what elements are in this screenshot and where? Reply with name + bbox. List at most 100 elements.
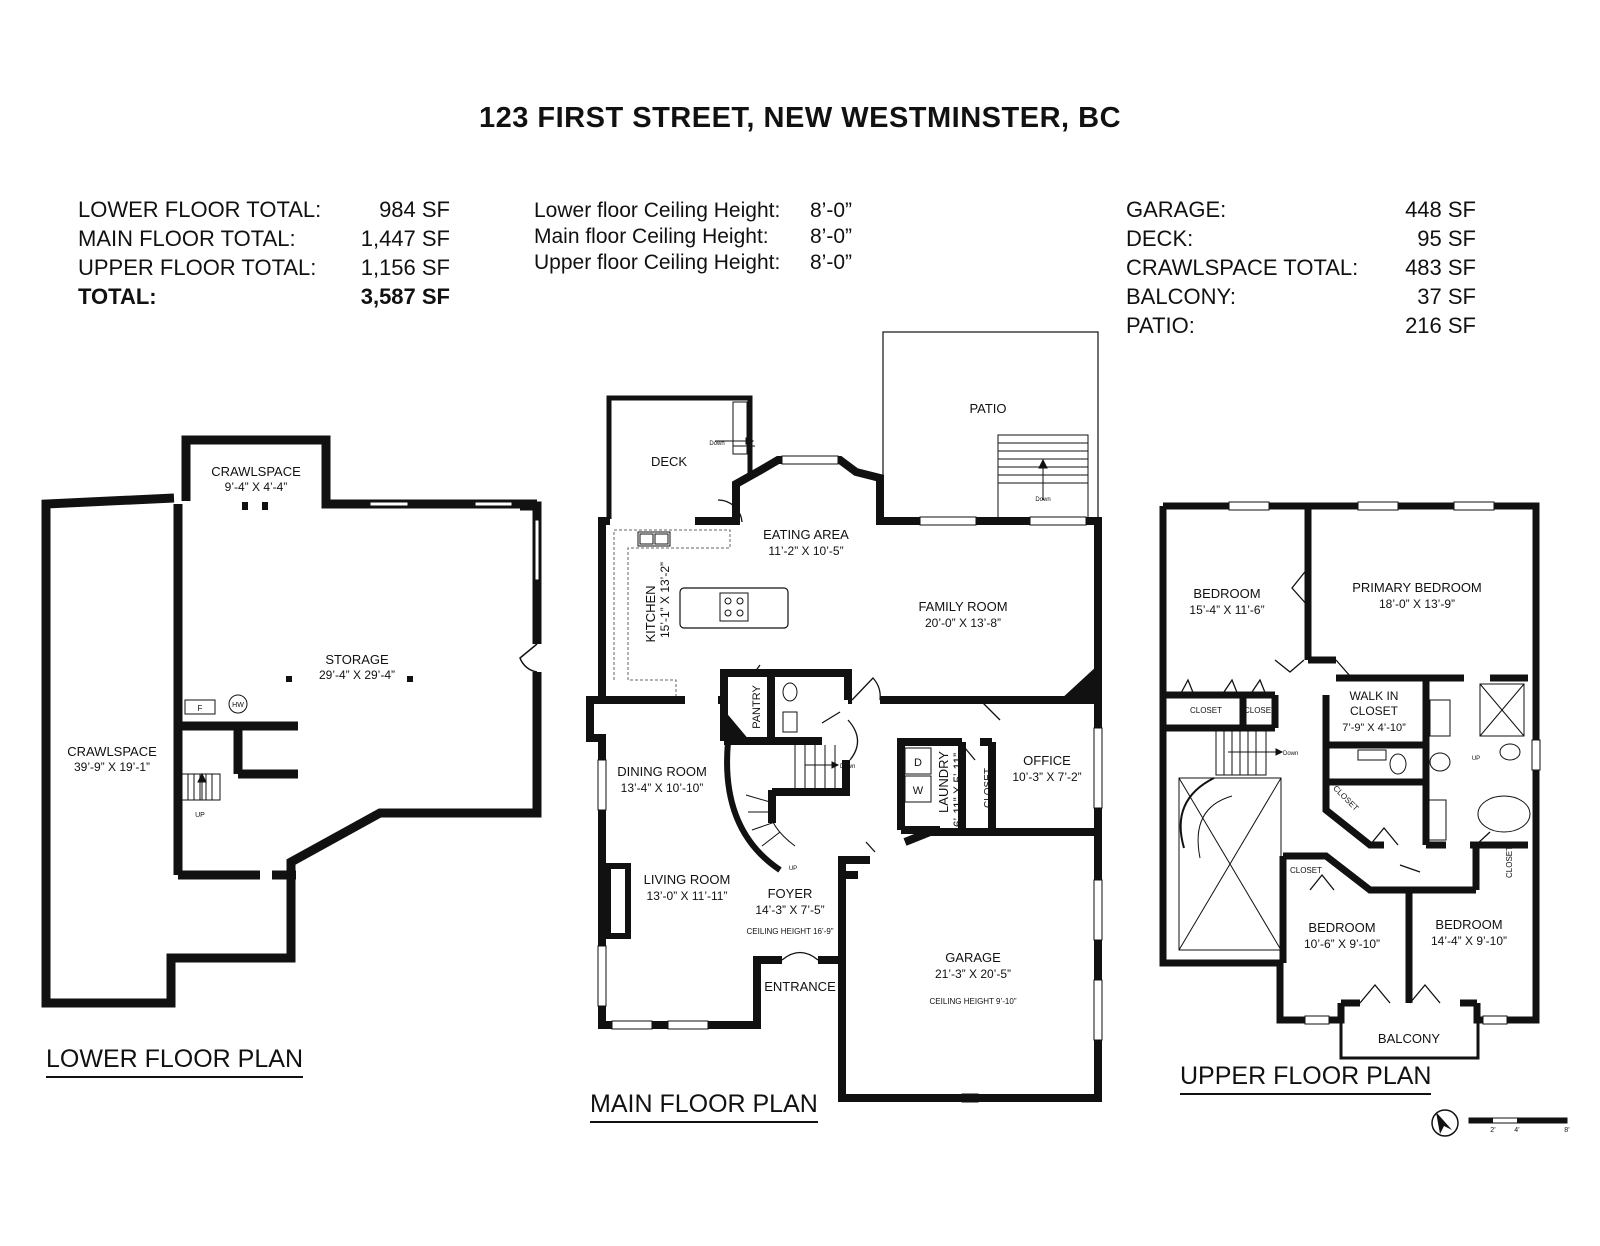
room-name-crawlspace-small: CRAWLSPACE xyxy=(211,464,301,479)
upper-doors xyxy=(1179,567,1491,1004)
upper-floor-plan: Down UP xyxy=(1159,501,1541,1060)
furnace-label: F xyxy=(198,704,203,713)
open-to-below xyxy=(1178,730,1284,951)
room-dim-foyer: 14’-3” X 7’-5” xyxy=(755,903,824,917)
extra-area-value: 95 SF xyxy=(1417,226,1476,251)
patio-steps xyxy=(997,434,1089,522)
deck-steps-down-label: Down xyxy=(709,441,724,447)
extra-area-label: BALCONY: xyxy=(1126,284,1237,309)
room-name-walk-in-closet-line1: WALK IN xyxy=(1350,689,1399,703)
kitchen-sink-icon xyxy=(637,531,671,547)
room-dim-dining-room: 13’-4” X 10’-10” xyxy=(621,781,704,795)
room-name-dining-room: DINING ROOM xyxy=(617,764,707,779)
lower-floor-plan-label: LOWER FLOOR PLAN xyxy=(46,1045,303,1078)
scale-bar: 2’ 4’ 8’ xyxy=(1468,1117,1570,1134)
room-dim-crawlspace-small: 9’-4” X 4’-4” xyxy=(225,480,288,494)
pantry-wall-wedge xyxy=(724,710,750,741)
cooktop-burners xyxy=(724,597,744,617)
room-name-primary-bedroom: PRIMARY BEDROOM xyxy=(1352,580,1482,595)
furnace-icon xyxy=(184,699,216,715)
grand-total-value: 3,587 SF xyxy=(360,284,450,309)
room-dim-bedroom-2: 10’-6” X 9’-10” xyxy=(1304,937,1380,951)
floor-total-row: LOWER FLOOR TOTAL: 984 SF xyxy=(78,195,450,224)
main-doors xyxy=(717,499,1001,961)
main-windows xyxy=(597,455,1103,1103)
fireplace-icon xyxy=(605,863,631,939)
ceiling-label: Lower floor Ceiling Height: xyxy=(534,199,781,222)
room-ceiling-garage: CEILING HEIGHT 9’-10” xyxy=(930,997,1017,1006)
room-name-closet-1: CLOSET xyxy=(1190,706,1222,715)
room-name-closet-5: CLOSET xyxy=(1505,846,1514,878)
patio-outline xyxy=(882,331,1099,522)
scale-tick-label: 8’ xyxy=(1564,1127,1570,1134)
ceiling-heights: Lower floor Ceiling Height:8’-0” Main fl… xyxy=(534,198,864,276)
ceiling-value: 8’-0” xyxy=(810,199,853,222)
water-heater-label: HW xyxy=(232,702,244,709)
area-name-balcony: BALCONY xyxy=(1378,1031,1440,1046)
room-dim-bedroom-3: 14’-4” X 9’-10” xyxy=(1431,934,1507,948)
washer-label: W xyxy=(913,785,924,797)
family-corner-wedge xyxy=(1060,665,1098,700)
room-dim-office: 10’-3” X 7’-2” xyxy=(1012,770,1081,784)
room-name-bedroom-3: BEDROOM xyxy=(1435,917,1502,932)
floor-total-label: UPPER FLOOR TOTAL: xyxy=(78,255,317,280)
extra-area-value: 216 SF xyxy=(1405,313,1476,338)
room-name-eating-area: EATING AREA xyxy=(763,527,849,542)
room-dim-primary-bedroom: 18’-0” X 13’-9” xyxy=(1379,597,1455,611)
room-name-laundry-closet: CLOSET xyxy=(983,768,994,808)
extra-area-value: 483 SF xyxy=(1405,255,1476,280)
area-name-deck: DECK xyxy=(651,454,687,469)
room-name-closet-4: CLOSET xyxy=(1290,866,1322,875)
lower-crawl-openings xyxy=(242,502,413,682)
cooktop-icon xyxy=(719,592,749,622)
dryer-label: D xyxy=(914,757,922,769)
room-dim-living-room: 13’-0” X 11’-11” xyxy=(647,889,728,903)
area-name-entrance: ENTRANCE xyxy=(764,979,836,994)
room-name-closet-2: CLOSET xyxy=(1244,706,1276,715)
room-name-pantry: PANTRY xyxy=(751,685,763,729)
deck-steps xyxy=(715,401,755,455)
room-name-crawlspace-large: CRAWLSPACE xyxy=(67,744,157,759)
ceiling-row: Lower floor Ceiling Height: 8’-0” xyxy=(534,198,864,224)
upper-stairs-down-label: Down xyxy=(1283,751,1298,757)
main-stairs-down-label: Down xyxy=(840,764,855,770)
room-name-storage: STORAGE xyxy=(325,652,389,667)
scale-tick-label: 2’ xyxy=(1490,1127,1496,1134)
scale-tick-label: 4’ xyxy=(1514,1127,1520,1134)
water-heater-icon xyxy=(228,694,248,714)
main-stairs-up-label: UP xyxy=(789,866,797,872)
floor-total-label: LOWER FLOOR TOTAL: xyxy=(78,197,322,222)
page-title: 123 FIRST STREET, NEW WESTMINSTER, BC xyxy=(478,102,1122,134)
room-name-laundry: LAUNDRY xyxy=(936,751,951,813)
lower-stairs xyxy=(181,772,221,801)
main-floor-plan: Down PATIO Down DECK xyxy=(586,331,1103,1103)
room-dim-eating-area: 11’-2” X 10’-5” xyxy=(768,544,843,558)
floor-total-label: MAIN FLOOR TOTAL: xyxy=(78,226,296,251)
upper-windows xyxy=(1228,501,1541,1025)
extra-area-row: GARAGE:448 SF xyxy=(1126,195,1476,224)
room-dim-laundry: 6’-11” X 5’-11” xyxy=(951,753,965,827)
room-name-closet-3: CLOSET xyxy=(1331,784,1360,813)
room-name-living-room: LIVING ROOM xyxy=(644,872,731,887)
room-name-bedroom-1: BEDROOM xyxy=(1193,586,1260,601)
north-arrow-icon xyxy=(1431,1109,1459,1137)
floor-total-value: 984 SF xyxy=(379,197,450,222)
floor-total-value: 1,447 SF xyxy=(360,226,450,251)
extra-areas: GARAGE:448 SF DECK:95 SF CRAWLSPACE TOTA… xyxy=(1126,195,1476,340)
room-name-foyer: FOYER xyxy=(768,886,813,901)
room-dim-crawlspace-large: 39’-9” X 19’-1” xyxy=(74,760,150,774)
ceiling-row: Upper floor Ceiling Height:8’-0” xyxy=(534,250,864,276)
room-dim-walk-in-closet: 7’-9” X 4’-10” xyxy=(1342,722,1406,734)
floor-totals: LOWER FLOOR TOTAL: 984 SF MAIN FLOOR TOTA… xyxy=(78,195,450,311)
ceiling-label: Upper floor Ceiling Height: xyxy=(534,251,781,274)
powder-room-fixtures xyxy=(782,682,798,733)
balcony-outline xyxy=(1339,1020,1480,1060)
extra-area-row: BALCONY:37 SF xyxy=(1126,282,1476,311)
lower-stairs-up-label: UP xyxy=(195,812,205,819)
lower-walls xyxy=(41,435,542,1008)
main-stairs xyxy=(724,741,840,873)
room-name-kitchen: KITCHEN xyxy=(643,585,658,642)
upper-floor-plan-label: UPPER FLOOR PLAN xyxy=(1180,1062,1432,1095)
room-name-garage: GARAGE xyxy=(945,950,1001,965)
